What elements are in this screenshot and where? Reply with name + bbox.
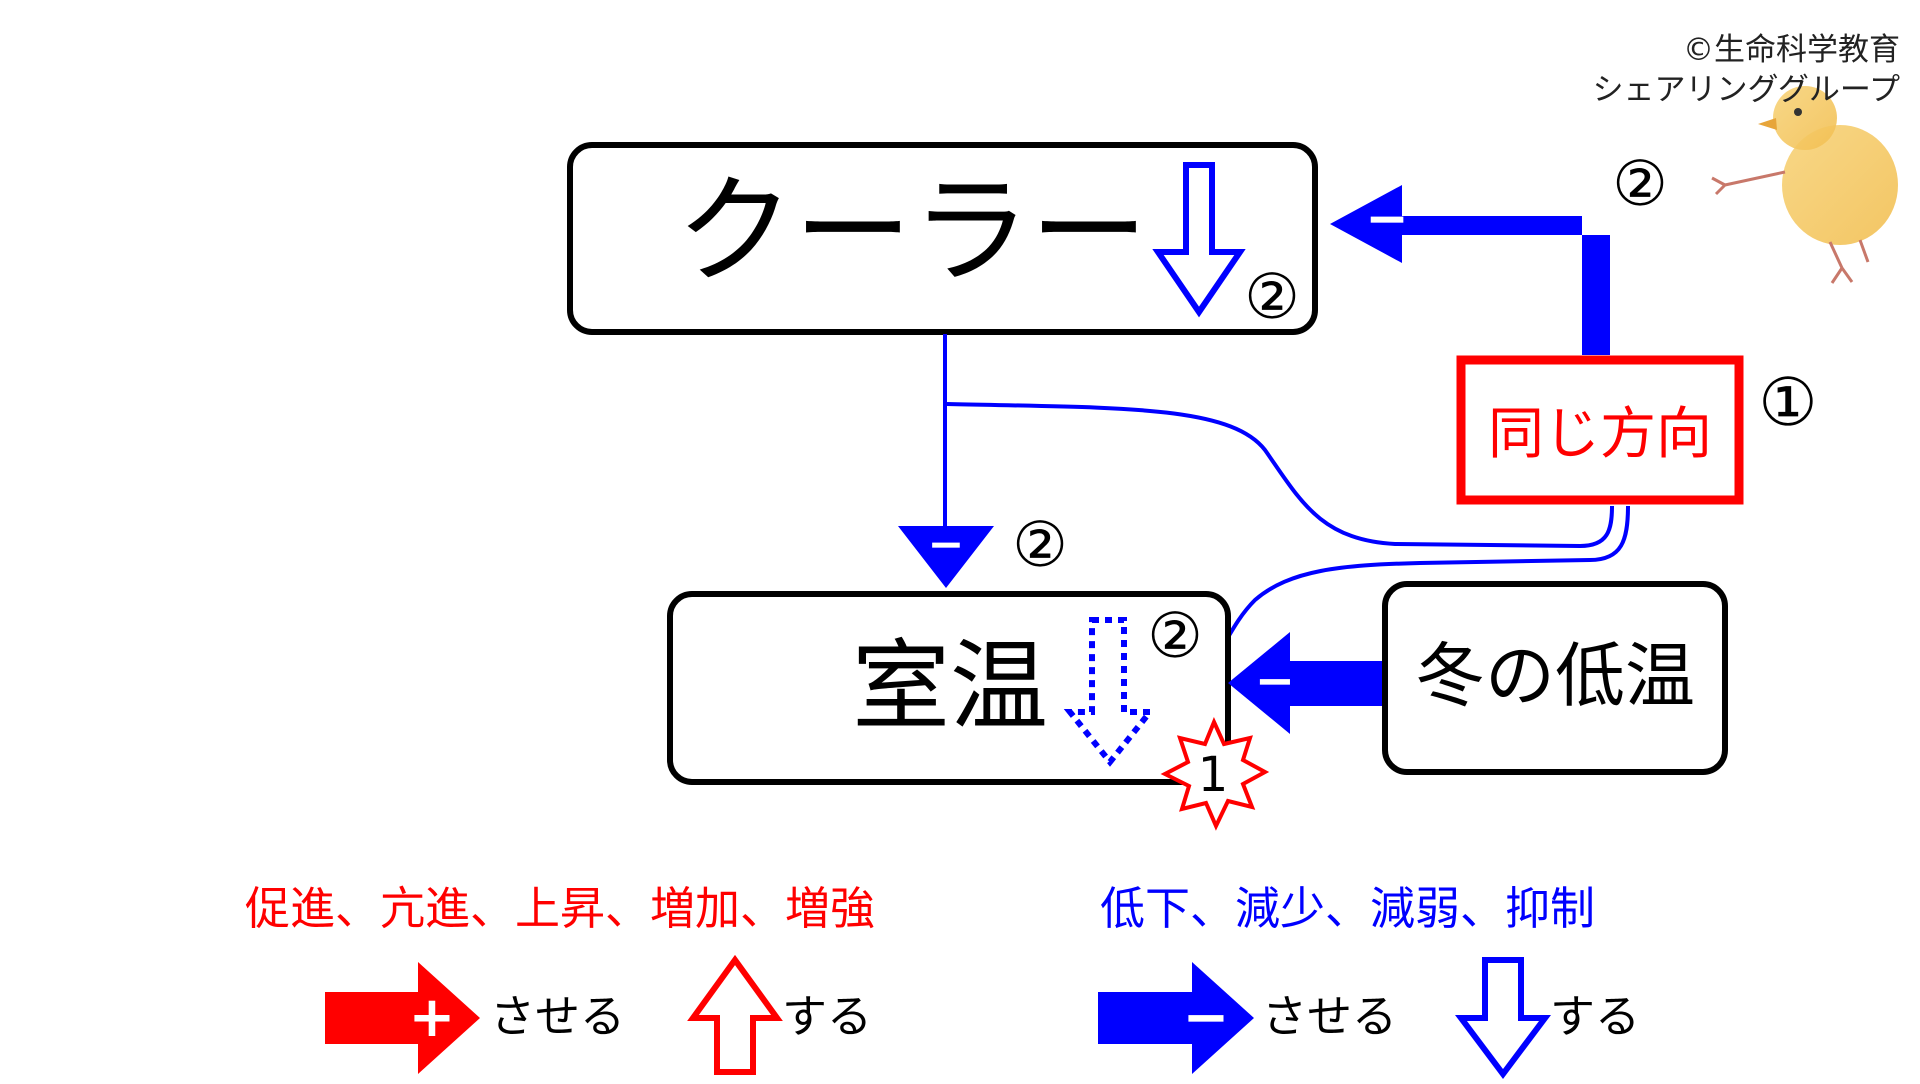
legend-decrease-terms: 低下、減少、減弱、抑制 <box>1100 882 1595 935</box>
chick-illustration <box>1711 86 1898 284</box>
cooler-decrease-arrow <box>1152 162 1246 318</box>
trigger-burst: 1 <box>1160 716 1270 831</box>
trigger-burst-number: 1 <box>1198 747 1229 803</box>
legend-increase-terms: 促進、亢進、上昇、増加、増強 <box>245 882 875 935</box>
legend-promote-verb: させる <box>490 990 625 1043</box>
room-temp-label: 室温 <box>852 630 1048 744</box>
legend-increase-arrow <box>687 954 783 1075</box>
cooler-label: クーラー <box>676 162 1148 300</box>
credit-line-2: シェアリンググループ <box>1592 72 1900 108</box>
legend-promote-plus: + <box>409 985 456 1050</box>
same-direction-label: 同じ方向 <box>1488 402 1712 467</box>
credit: ©生命科学教育 シェアリンググループ <box>1592 30 1900 110</box>
credit-line-1: ©生命科学教育 <box>1683 32 1900 68</box>
room-temp-box: 室温 <box>667 591 1231 785</box>
cooler-step-marker: ② <box>1244 260 1300 333</box>
same-direction-step-marker: ① <box>1758 364 1817 441</box>
cooler-to-room-arrowhead <box>898 526 994 588</box>
feedback-step-marker: ② <box>1612 147 1668 220</box>
winter-cold-label: 冬の低温 <box>1415 635 1695 717</box>
winter-cold-box: 冬の低温 <box>1382 581 1728 775</box>
feedback-arrow-minus: − <box>1365 189 1409 249</box>
room-temp-step-marker: ② <box>1147 599 1203 672</box>
feedback-arrow-to-cooler <box>1330 185 1610 355</box>
winter-to-room-minus: − <box>1255 653 1295 709</box>
legend-decrease-arrow <box>1455 957 1551 1079</box>
legend-suppress-minus: − <box>1183 985 1230 1050</box>
legend-increase-verb: する <box>782 990 872 1043</box>
signal-line-from-cooler <box>946 402 1614 549</box>
winter-to-room-arrow <box>1228 632 1382 734</box>
room-temp-decrease-arrow <box>1063 617 1157 767</box>
legend-decrease-verb: する <box>1550 990 1640 1043</box>
legend-promote-arrow <box>325 962 480 1074</box>
same-direction-box: 同じ方向 <box>1456 355 1744 505</box>
legend-suppress-arrow <box>1098 962 1254 1074</box>
legend-suppress-verb: させる <box>1262 990 1397 1043</box>
cooler-box: クーラー <box>567 142 1318 335</box>
cooler-to-room-step-marker: ② <box>1012 508 1068 581</box>
cooler-to-room-minus: − <box>928 519 965 570</box>
